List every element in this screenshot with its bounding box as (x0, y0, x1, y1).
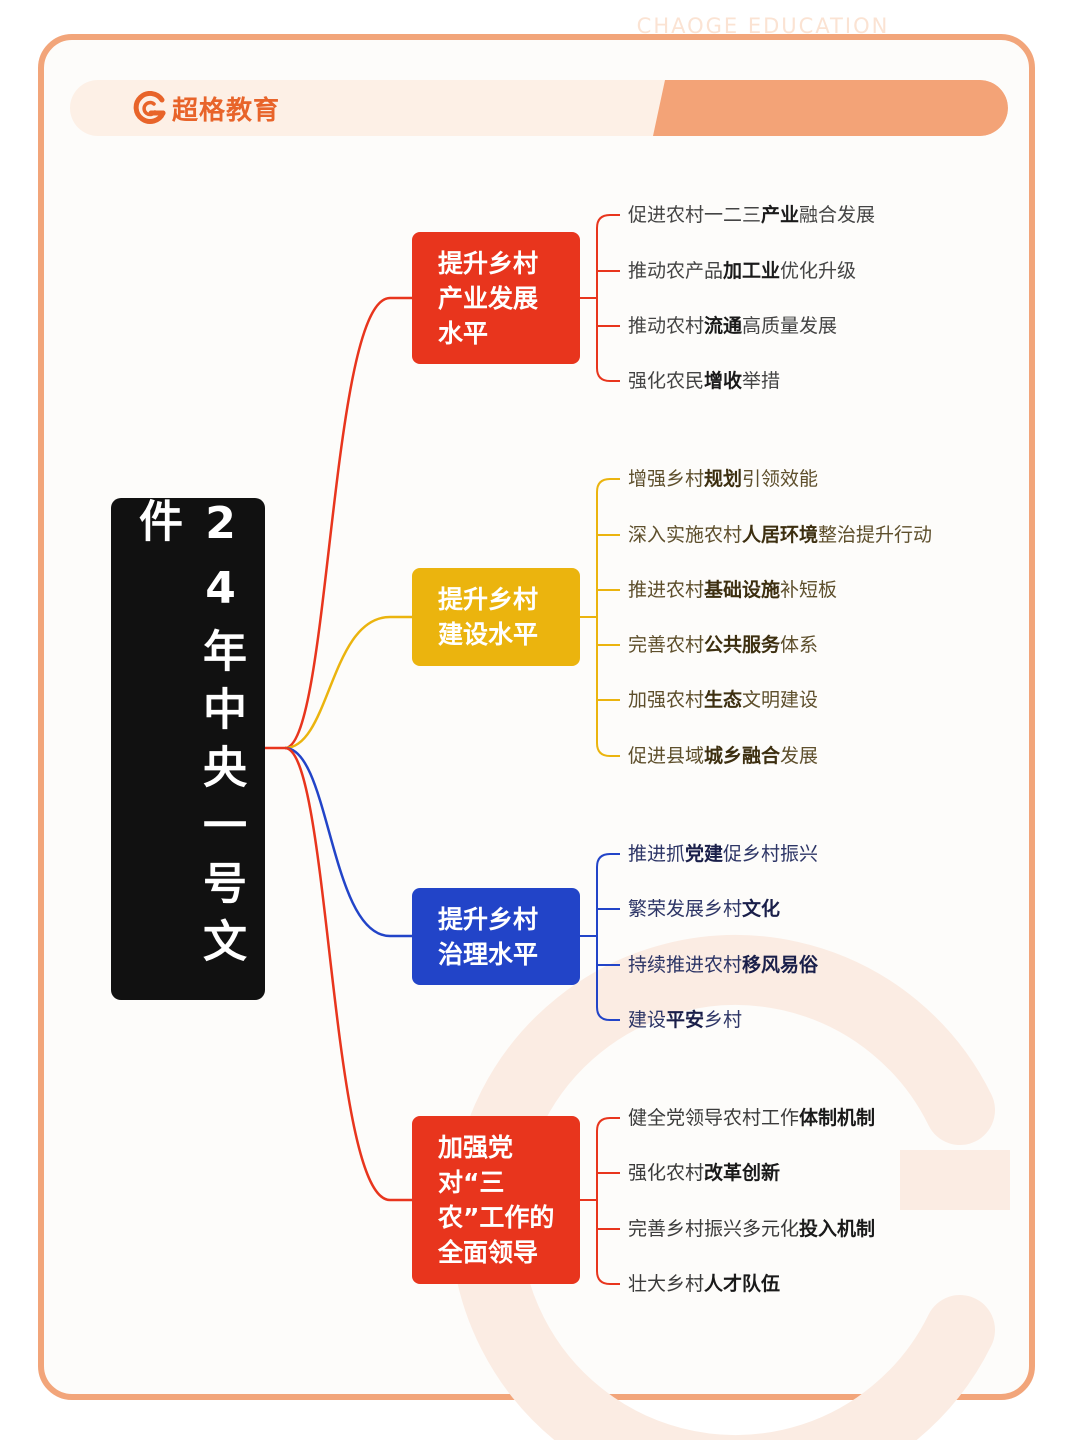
leaf-item: 繁荣发展乡村文化 (628, 898, 781, 920)
branch-label: 提升乡村建设水平 (438, 585, 539, 649)
branch-industry: 提升乡村产业发展水平 (412, 232, 580, 364)
branch-label: 加强党对“三农”工作的全面领导 (438, 1133, 555, 1267)
leaf-item: 促进县域城乡融合发展 (628, 745, 819, 767)
root-node: 24年中央一号文件 (111, 498, 265, 1000)
logo-text: 超格教育 (172, 96, 281, 126)
branch-governance: 提升乡村治理水平 (412, 888, 580, 985)
leaf-item: 壮大乡村人才队伍 (628, 1273, 781, 1295)
branch-label: 提升乡村产业发展水平 (438, 248, 539, 348)
leaf-item: 推进抓党建促乡村振兴 (628, 843, 819, 865)
branch-leadership: 加强党对“三农”工作的全面领导 (412, 1116, 580, 1284)
brand-english: CHAOGE EDUCATION (636, 14, 890, 38)
leaf-item: 推动农村流通高质量发展 (628, 315, 838, 337)
leaf-item: 健全党领导农村工作体制机制 (628, 1107, 876, 1129)
branch-label: 提升乡村治理水平 (438, 904, 539, 969)
leaf-item: 完善乡村振兴多元化投入机制 (628, 1218, 876, 1240)
leaf-item: 推动农产品加工业优化升级 (628, 260, 857, 282)
leaf-item: 完善农村公共服务体系 (628, 634, 819, 656)
logo-icon (133, 91, 166, 124)
header-bar (70, 80, 1008, 136)
leaf-item: 强化农民增收举措 (628, 370, 781, 392)
leaf-item: 强化农村改革创新 (628, 1162, 781, 1184)
root-label: 24年中央一号文件 (131, 498, 246, 976)
leaf-item: 深入实施农村人居环境整治提升行动 (628, 524, 933, 546)
leaf-item: 建设平安乡村 (628, 1009, 743, 1031)
leaf-item: 促进农村一二三产业融合发展 (628, 204, 876, 226)
leaf-item: 加强农村生态文明建设 (628, 689, 819, 711)
leaf-item: 推进农村基础设施补短板 (628, 579, 838, 601)
header-accent (653, 80, 1008, 136)
leaf-item: 增强乡村规划引领效能 (628, 468, 819, 490)
branch-construction: 提升乡村建设水平 (412, 568, 580, 666)
leaf-item: 持续推进农村移风易俗 (628, 954, 819, 976)
